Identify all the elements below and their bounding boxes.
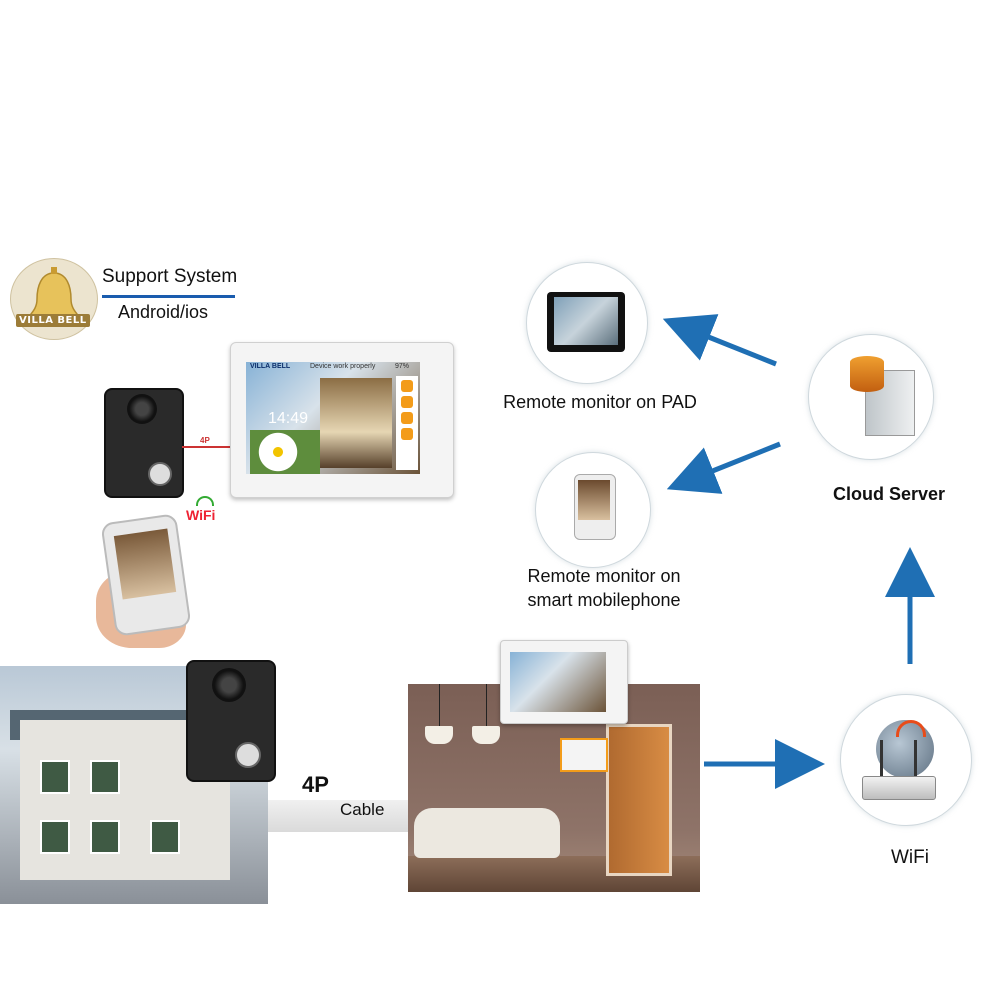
- router-icon: [862, 776, 936, 800]
- pendant-lamp: [472, 726, 500, 744]
- battery-level: 97%: [395, 363, 410, 370]
- bell-button-icon: [148, 462, 172, 486]
- house-window: [40, 760, 70, 794]
- monitor-icon: [401, 380, 413, 392]
- system-icon: [401, 428, 413, 440]
- cable-4p-label: 4P: [302, 772, 329, 797]
- room-door: [606, 724, 672, 876]
- logo-text: VILLA BELL: [16, 314, 90, 327]
- server-icon: [865, 370, 915, 436]
- pendant-lamp: [425, 726, 453, 744]
- cloud-label: Cloud Server: [832, 484, 946, 504]
- cable-band: [268, 800, 410, 832]
- screen-clock: 14:49: [268, 410, 309, 427]
- tablet-screen: [554, 297, 618, 345]
- database-icon: [850, 356, 884, 392]
- mobile-label-line-1: Remote monitor on: [527, 566, 681, 586]
- wall-monitor: [560, 738, 608, 772]
- arrow-cloud-to-pad: [662, 314, 777, 367]
- daisy-wallpaper: [250, 430, 320, 474]
- house-window: [40, 820, 70, 854]
- room-monitor-screen: [510, 652, 606, 712]
- support-divider: [102, 295, 235, 298]
- cable-label: Cable: [340, 800, 385, 819]
- connection-wire: [182, 446, 232, 448]
- antenna-left: [880, 740, 883, 784]
- mobile-label-line-2: smart mobilephone: [527, 590, 681, 610]
- lamp-cord: [439, 684, 440, 726]
- house-window: [150, 820, 180, 854]
- bell-button-large-icon: [235, 742, 261, 768]
- room-preview: [320, 378, 392, 468]
- screen-status: Device work properly: [310, 363, 376, 370]
- wifi-label: WiFi: [891, 847, 929, 868]
- arrow-cloud-to-mobile: [666, 441, 781, 494]
- house-window: [90, 760, 120, 794]
- sofa: [414, 808, 560, 858]
- house-window: [90, 820, 120, 854]
- wire-label-small: 4P: [200, 436, 210, 445]
- camera-lens-icon: [127, 394, 157, 424]
- mobile-node: [535, 452, 651, 568]
- platforms-text: Android/ios: [118, 302, 209, 322]
- support-heading: Support System: [102, 266, 238, 287]
- mobile-phone-screen: [578, 480, 610, 520]
- mobile-label: Remote monitor on smart mobilephone: [504, 564, 704, 612]
- wifi-signal-icon: [196, 496, 214, 506]
- lamp-cord: [486, 684, 487, 726]
- antenna-right: [914, 740, 917, 784]
- camera-lens-large-icon: [212, 668, 246, 702]
- monitor-side-menu: [396, 376, 418, 470]
- file-icon: [401, 412, 413, 424]
- phone-wifi-label: WiFi: [186, 507, 216, 523]
- screen-brand: VILLA BELL: [250, 363, 291, 370]
- pad-label: Remote monitor on PAD: [503, 392, 697, 412]
- wifi-signal-orange-icon: [896, 720, 926, 737]
- playback-icon: [401, 396, 413, 408]
